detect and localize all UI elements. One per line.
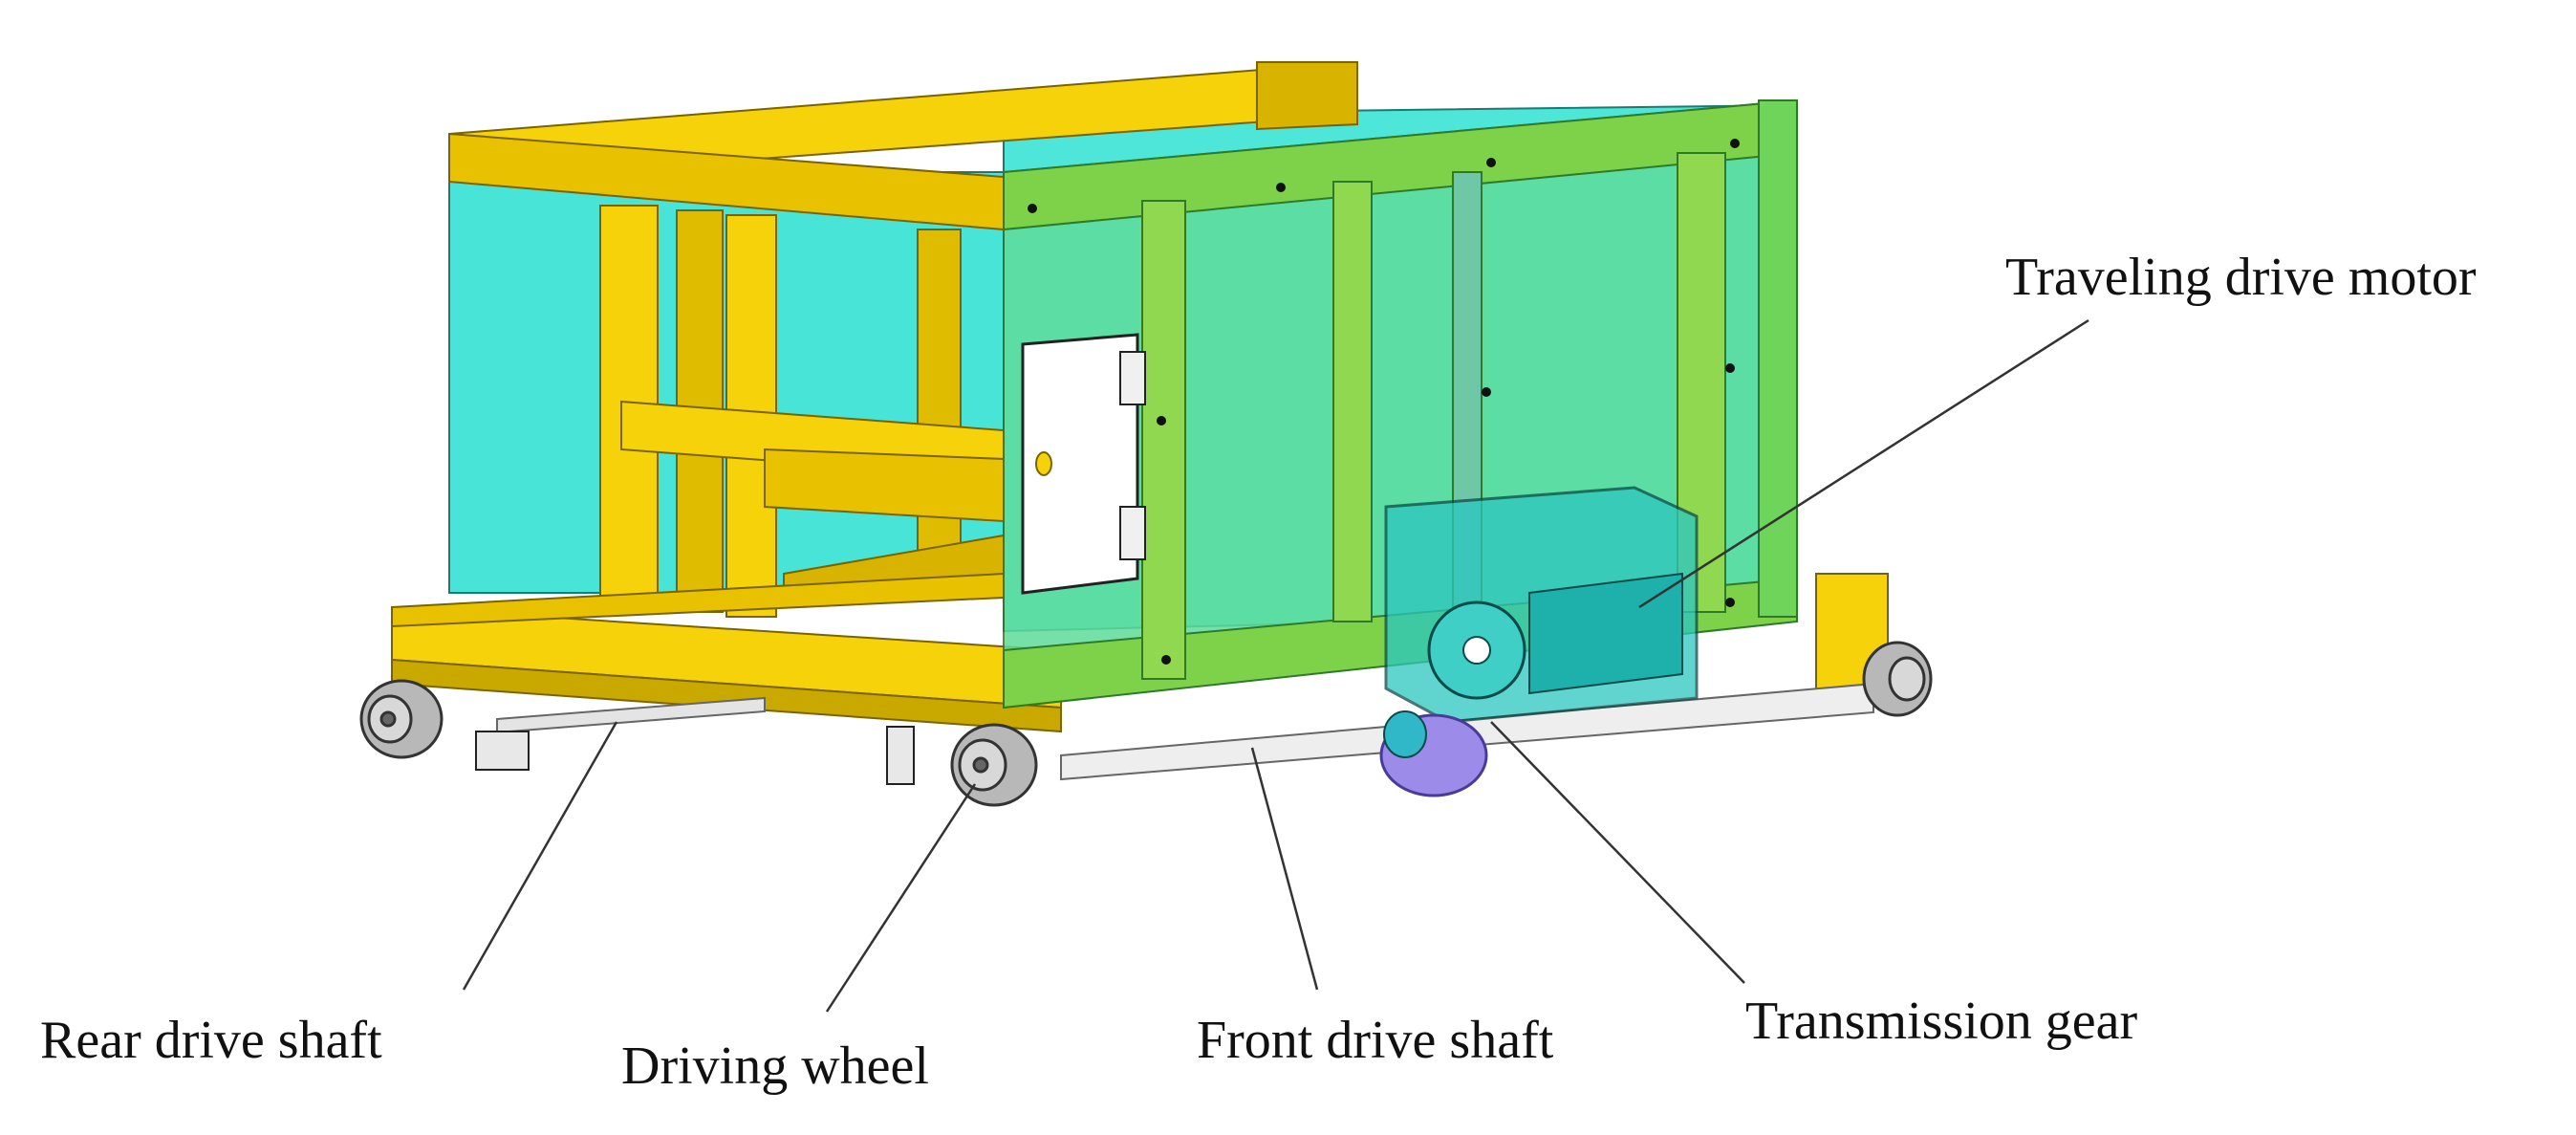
post-4 [917,229,962,575]
leader-lines [462,318,2089,1013]
leader-motor [1638,318,2089,609]
leader-wheel [825,783,977,1013]
leader-rear-shaft [462,721,618,991]
door [1021,333,1146,595]
label-traveling-drive-motor: Traveling drive motor [2005,248,2477,307]
motor-assembly [1384,486,1699,724]
door-hinge-top [1119,351,1146,405]
gear-collar [1383,710,1427,758]
underside-brackets [475,726,915,785]
rear-post [1256,61,1358,131]
label-rear-drive-shaft: Rear drive shaft [40,1011,382,1070]
label-front-drive-shaft: Front drive shaft [1197,1011,1554,1070]
door-handle [1035,451,1052,476]
green-post-5 [1758,99,1798,618]
label-driving-wheel: Driving wheel [621,1037,929,1096]
wheel-front-left [950,723,1038,807]
motor-body [1528,572,1683,695]
gear-hub [1462,636,1491,665]
wheel-rear-left [359,679,444,759]
yellow-frame [391,60,1358,733]
rear-drive-shaft [496,696,766,734]
wheels [359,641,1933,807]
label-transmission-gear: Transmission gear [1745,992,2138,1051]
transmission-gear [1379,710,1488,797]
leader-front-shaft [1250,747,1319,991]
door-hinge-bottom [1119,506,1146,560]
leader-gear [1490,721,1745,984]
green-post-2 [1332,181,1373,622]
wheel-front-right [1862,641,1933,717]
door-panel [1021,333,1139,595]
bottom-front-rail-lower [391,658,1062,733]
green-post-1 [1141,200,1186,680]
